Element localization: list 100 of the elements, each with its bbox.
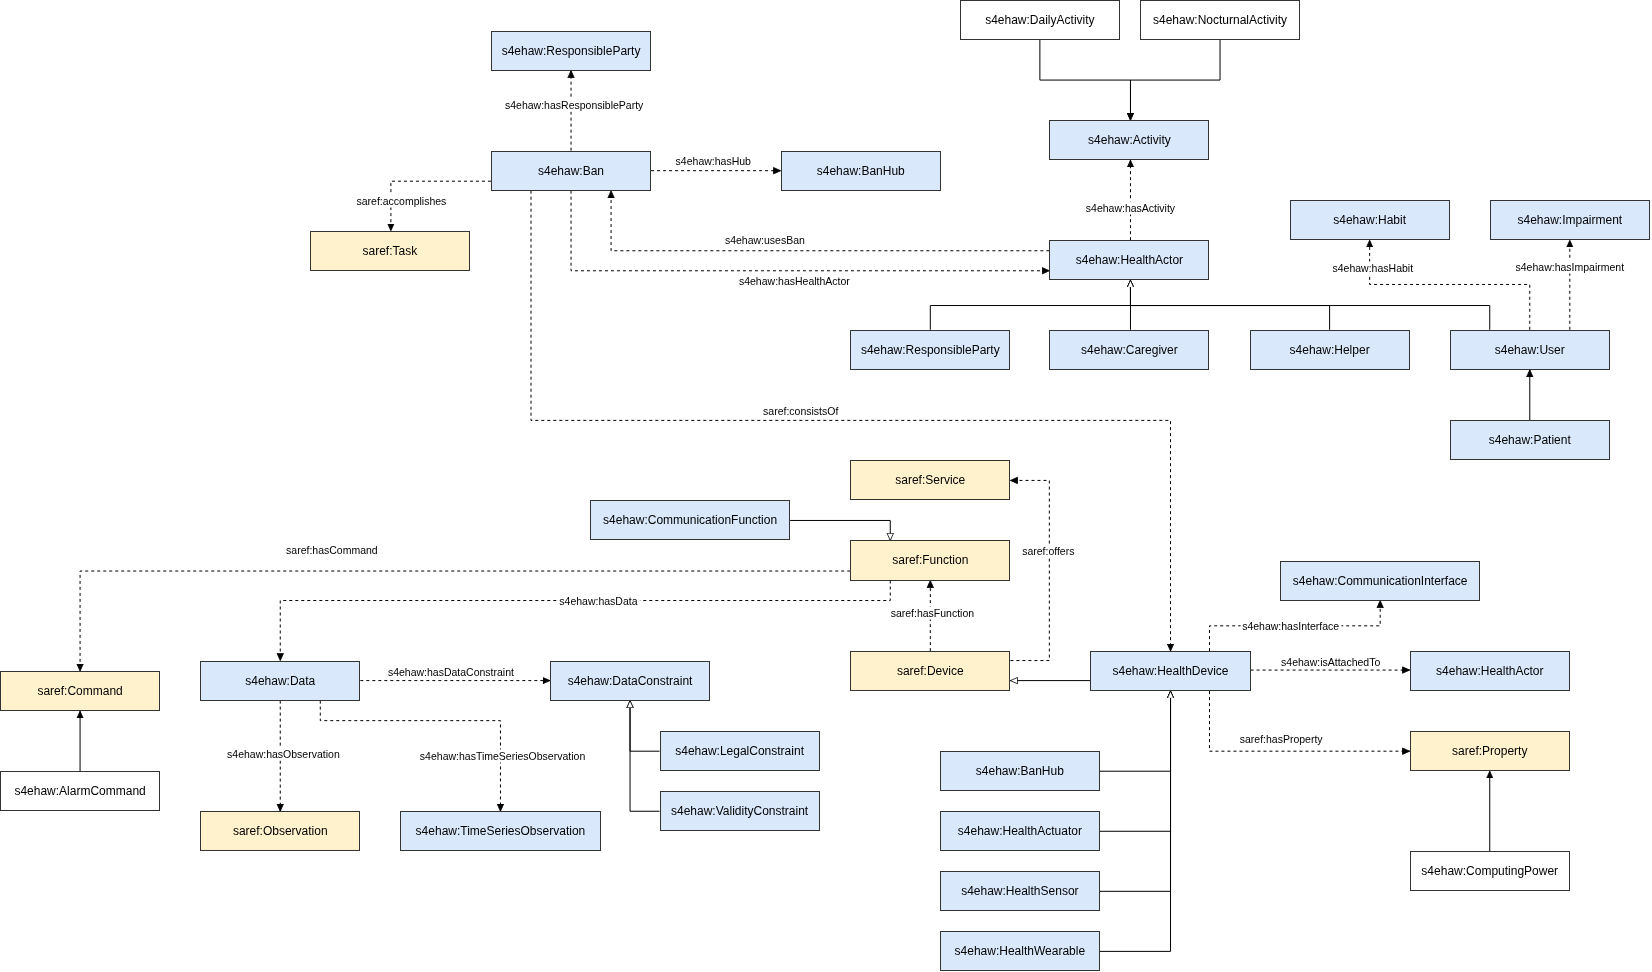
class-name: saref:Service xyxy=(895,473,966,488)
class-name: s4ehaw:Caregiver xyxy=(1081,342,1178,357)
class-name: s4ehaw:HealthActor xyxy=(1075,253,1184,268)
arrow xyxy=(626,700,661,812)
class-box xyxy=(1280,560,1481,601)
arrow xyxy=(1526,369,1534,421)
dashed-arrow xyxy=(926,580,934,652)
class-name: s4ehaw:HealthWearable xyxy=(954,944,1086,959)
class-box xyxy=(659,791,820,832)
class-name: s4ehaw:Data xyxy=(245,673,316,688)
edge-label: saref:accomplishes xyxy=(354,194,449,208)
class-name: saref:Function xyxy=(892,553,969,568)
class-box xyxy=(1409,851,1570,892)
edge-label: saref:hasCommand xyxy=(284,543,380,557)
class-box xyxy=(1090,651,1251,692)
class-box xyxy=(400,811,601,852)
class-name: saref:Observation xyxy=(232,824,328,839)
edge-label: saref:offers xyxy=(1020,544,1077,558)
edge-label: s4ehaw:hasTimeSeriesObservation xyxy=(417,749,588,763)
edge-label: saref:hasFunction xyxy=(888,606,977,620)
class-name: saref:Property xyxy=(1452,744,1528,759)
class-name: s4ehaw:HealthActuator xyxy=(957,824,1082,839)
class-box xyxy=(1139,0,1301,41)
class-box xyxy=(1049,120,1210,161)
class-name: s4ehaw:DataConstraint xyxy=(567,673,693,688)
class-name: s4ehaw:ResponsibleParty xyxy=(860,342,1000,357)
class-box xyxy=(959,0,1120,41)
edge-label: s4ehaw:isAttachedTo xyxy=(1279,655,1383,669)
class-box xyxy=(490,150,652,191)
edge-label: saref:consistsOf xyxy=(761,404,841,418)
dashed-arrow xyxy=(1366,239,1531,331)
class-box xyxy=(0,671,161,712)
edge-label: s4ehaw:hasDataConstraint xyxy=(385,665,516,679)
edge-label: saref:hasProperty xyxy=(1237,732,1325,746)
dashed-arrow xyxy=(567,70,575,152)
class-name: s4ehaw:Ban xyxy=(538,163,605,178)
class-name: s4ehaw:Activity xyxy=(1088,133,1171,148)
dashed-arrow xyxy=(387,180,492,232)
arrow xyxy=(789,519,894,541)
dashed-arrow xyxy=(1126,159,1135,241)
class-box xyxy=(939,751,1100,792)
class-name: s4ehaw:LegalConstraint xyxy=(675,744,804,759)
class-box xyxy=(1449,329,1610,370)
dashed-arrow xyxy=(1009,476,1050,662)
class-box xyxy=(1249,329,1410,370)
dashed-arrow xyxy=(76,570,851,672)
class-name: s4ehaw:NocturnalActivity xyxy=(1153,13,1288,27)
arrow xyxy=(1099,690,1175,952)
edge-label: s4ehaw:hasHabit xyxy=(1330,261,1416,275)
dashed-arrow xyxy=(650,167,782,175)
arrow xyxy=(1126,39,1221,121)
edge-label: s4ehaw:hasResponsibleParty xyxy=(503,98,646,112)
class-box xyxy=(939,931,1100,972)
dashed-arrow xyxy=(359,677,551,685)
class-box xyxy=(939,871,1100,912)
class-box xyxy=(200,660,361,701)
class-box xyxy=(850,651,1011,692)
edge-label: s4ehaw:hasHealthActor xyxy=(736,274,852,288)
class-name: s4ehaw:Impairment xyxy=(1517,213,1623,228)
class-box xyxy=(780,150,941,191)
dashed-arrow xyxy=(607,190,1050,252)
class-name: s4ehaw:Helper xyxy=(1289,342,1370,357)
dashed-arrow xyxy=(1250,666,1411,674)
class-name: s4ehaw:DailyActivity xyxy=(985,13,1095,27)
class-box xyxy=(850,540,1011,581)
class-box xyxy=(549,660,711,701)
class-name: s4ehaw:AlarmCommand xyxy=(14,784,146,799)
class-box xyxy=(850,329,1011,370)
class-name: s4ehaw:TimeSeriesObservation xyxy=(415,824,586,839)
dashed-arrow xyxy=(276,700,284,812)
dashed-arrow xyxy=(1209,690,1411,755)
class-name: saref:Command xyxy=(37,684,123,699)
class-name: s4ehaw:BanHub xyxy=(816,163,905,178)
class-name: saref:Device xyxy=(896,664,964,679)
class-name: s4ehaw:CommunicationInterface xyxy=(1292,573,1468,588)
class-name: s4ehaw:HealthSensor xyxy=(961,884,1079,899)
arrow xyxy=(1486,770,1494,852)
arrow xyxy=(76,710,84,772)
dashed-arrow xyxy=(1566,239,1574,331)
class-box xyxy=(939,811,1100,852)
arrow xyxy=(1009,677,1091,685)
class-name: s4ehaw:HealthDevice xyxy=(1112,664,1229,679)
class-box xyxy=(490,30,652,71)
arrow xyxy=(1126,279,1491,331)
edge-label: s4ehaw:hasObservation xyxy=(225,747,342,761)
class-box xyxy=(1449,420,1610,461)
class-name: s4ehaw:ComputingPower xyxy=(1421,864,1559,879)
class-name: s4ehaw:ResponsibleParty xyxy=(501,43,641,58)
edge-label: s4ehaw:hasData xyxy=(557,594,640,608)
class-box xyxy=(200,811,361,852)
class-name: s4ehaw:HealthActor xyxy=(1436,664,1544,679)
class-name: s4ehaw:ValidityConstraint xyxy=(671,804,809,819)
dashed-arrow xyxy=(570,190,1050,275)
dashed-arrow xyxy=(276,580,891,662)
class-box xyxy=(0,771,161,812)
class-name: saref:Task xyxy=(362,243,418,258)
class-box xyxy=(659,731,820,772)
class-name: s4ehaw:Patient xyxy=(1488,433,1571,448)
class-box xyxy=(1049,329,1210,370)
class-box xyxy=(1489,200,1650,241)
